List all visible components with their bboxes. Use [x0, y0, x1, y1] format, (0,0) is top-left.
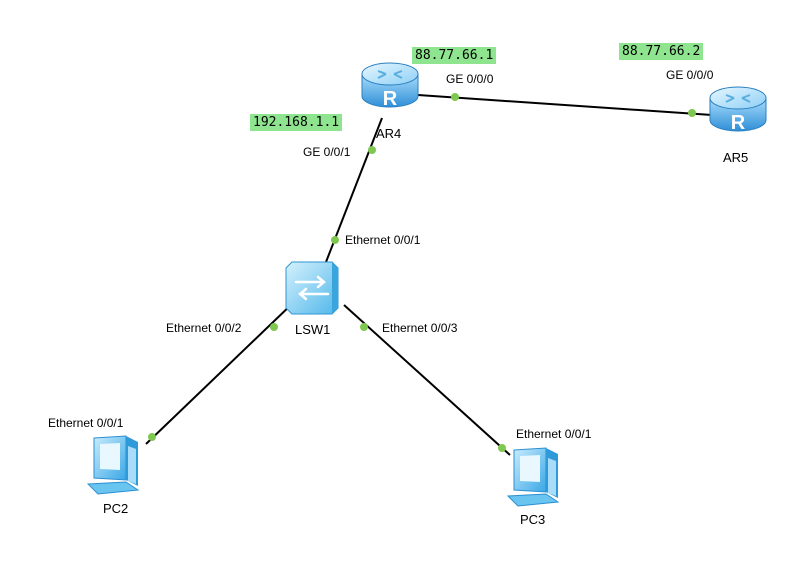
link-lsw1-pc2[interactable]	[145, 301, 295, 445]
port-dot-ar4-ge000[interactable]	[451, 93, 459, 101]
ip-label-ar4-ge001: 192.168.1.1	[250, 114, 343, 131]
port-label-ar4-ge000: GE 0/0/0	[446, 72, 494, 86]
device-label-ar5: AR5	[723, 150, 749, 165]
port-label-ar5-ge000: GE 0/0/0	[666, 68, 714, 82]
ip-label-ar5-ge000: 88.77.66.2	[619, 43, 704, 60]
switch-icon[interactable]	[285, 261, 339, 315]
links	[145, 94, 713, 456]
port-dot-lsw1-eth003[interactable]	[360, 323, 368, 331]
device-label-pc2: PC2	[103, 501, 129, 516]
link-lsw1-pc3[interactable]	[343, 304, 511, 456]
router-icon[interactable]: R	[361, 62, 419, 110]
pc-icon[interactable]	[86, 435, 140, 495]
router-icon[interactable]: R	[709, 86, 767, 134]
port-label-lsw1-eth003: Ethernet 0/0/3	[382, 321, 458, 335]
port-dot-pc3-eth001[interactable]	[498, 444, 506, 452]
port-label-ar4-ge001: GE 0/0/1	[303, 145, 351, 159]
svg-text:R: R	[383, 88, 398, 110]
port-dot-ar5-ge000[interactable]	[688, 109, 696, 117]
ip-label-ar4-ge000: 88.77.66.1	[412, 47, 497, 64]
device-label-ar4: AR4	[376, 126, 402, 141]
port-label-lsw1-eth001: Ethernet 0/0/1	[345, 233, 421, 247]
port-label-lsw1-eth002: Ethernet 0/0/2	[166, 321, 242, 335]
port-dot-pc2-eth001[interactable]	[148, 433, 156, 441]
port-dot-ar4-ge001[interactable]	[368, 146, 376, 154]
port-label-pc2-eth001: Ethernet 0/0/1	[48, 416, 124, 430]
device-label-lsw1: LSW1	[295, 322, 331, 337]
port-dot-lsw1-eth001[interactable]	[331, 236, 339, 244]
port-dot-lsw1-eth002[interactable]	[270, 323, 278, 331]
device-label-pc3: PC3	[520, 512, 546, 527]
port-dots	[148, 93, 696, 452]
port-label-pc3-eth001: Ethernet 0/0/1	[516, 427, 592, 441]
svg-text:R: R	[731, 112, 746, 134]
pc-icon[interactable]	[506, 447, 560, 507]
link-ar4-ar5[interactable]	[417, 94, 713, 116]
